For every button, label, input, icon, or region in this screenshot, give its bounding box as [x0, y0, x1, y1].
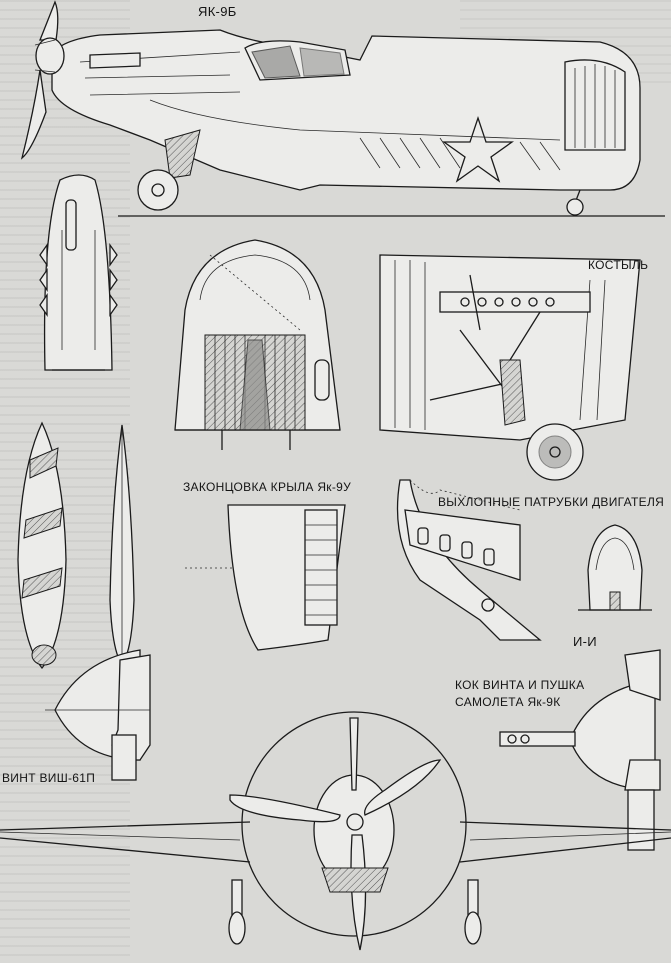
title-yak9b: ЯК-9Б: [198, 4, 237, 19]
section-ii: [578, 524, 652, 611]
label-tail-skid: КОСТЫЛЬ: [588, 258, 649, 272]
label-wingtip: ЗАКОНЦОВКА КРЫЛА Як-9У: [183, 480, 352, 494]
label-spinner-line1: КОК ВИНТА И ПУШКА: [455, 678, 585, 692]
label-propeller: ВИНТ ВИШ-61П: [2, 771, 96, 785]
spinner-cannon-yak9k: [499, 649, 661, 851]
label-spinner-line2: САМОЛЕТА Як-9К: [455, 695, 561, 709]
background-text-column: [0, 0, 130, 963]
nose-top-view: [39, 174, 118, 371]
tail-skid-view: [379, 254, 641, 481]
label-section-ii: И-И: [573, 634, 597, 649]
side-view-yak9b: [20, 0, 665, 217]
spinner-side: [45, 649, 151, 781]
cockpit-section: [174, 239, 341, 450]
wingtip-view: [185, 504, 346, 651]
label-exhaust: ВЫХЛОПНЫЕ ПАТРУБКИ ДВИГАТЕЛЯ: [438, 495, 665, 509]
propeller-blades: [17, 421, 135, 670]
exhaust-view: [396, 479, 542, 641]
front-view: [0, 711, 671, 951]
